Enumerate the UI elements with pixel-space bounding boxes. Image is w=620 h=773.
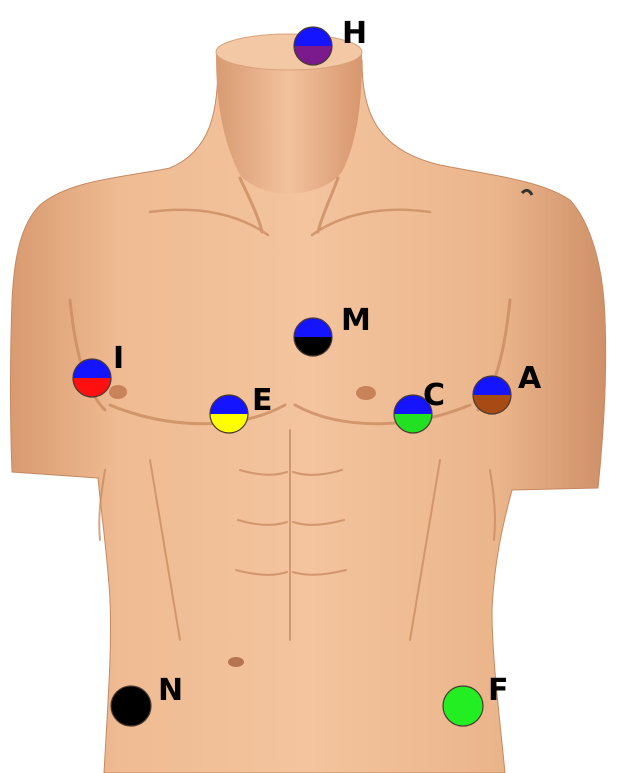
electrode-f-label: F bbox=[488, 673, 509, 708]
electrode-h-top-half bbox=[294, 27, 332, 46]
electrode-n-label: N bbox=[158, 673, 183, 708]
right-nipple bbox=[356, 386, 376, 400]
electrode-e-label: E bbox=[252, 383, 273, 418]
navel bbox=[228, 657, 244, 667]
electrode-c-label: C bbox=[423, 378, 445, 413]
electrode-m-label: M bbox=[341, 303, 371, 338]
neck-top bbox=[216, 34, 362, 70]
left-nipple bbox=[109, 385, 127, 399]
electrode-h-label: H bbox=[342, 16, 367, 51]
electrode-a-label: A bbox=[518, 361, 542, 396]
electrode-i-label: I bbox=[113, 341, 124, 376]
